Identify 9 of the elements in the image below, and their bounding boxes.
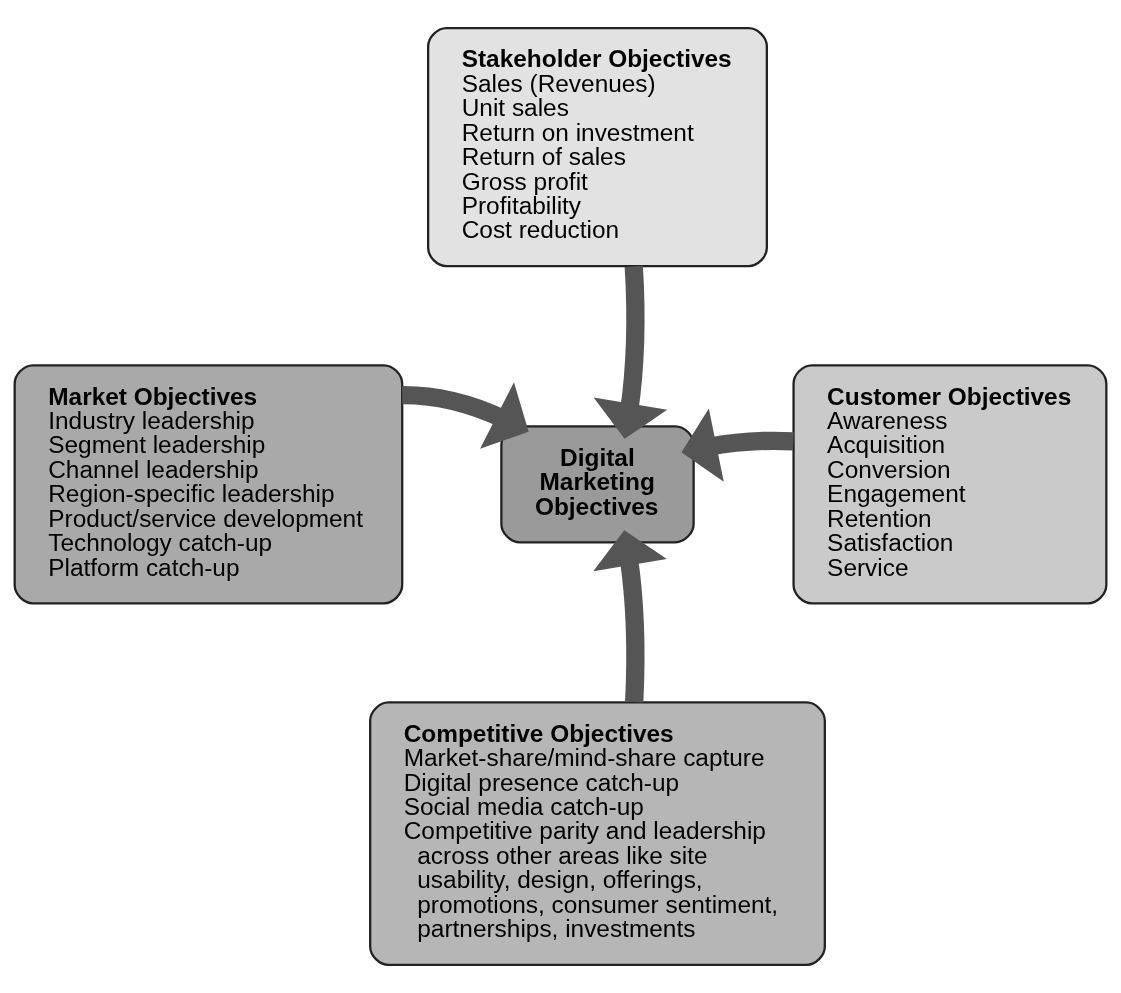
node-box: Stakeholder Objectives Sales (Revenues) Unit sales Return on investment Return of sales Gross profit Profitability Cost reduction	[427, 26, 768, 268]
arrow	[402, 382, 529, 449]
arrow	[593, 530, 667, 703]
arrow	[681, 408, 794, 482]
arrow	[593, 265, 668, 439]
node-box: Market Objectives Industry leadership Segment leadership Channel leadership Region-specific leadership Product/service development Technology catch-up Platform catch-up	[13, 364, 404, 605]
node-box: Customer Objectives Awareness Acquisition Conversion Engagement Retention Satisfaction Service	[792, 364, 1108, 605]
node-box: Digital Marketing Objectives	[500, 425, 695, 544]
node-box: Competitive Objectives Market-share/mind-share capture Digital presence catch-up Social media catch-up Competitive parity and leadership across other areas like site usability, design, offerings, promotions, consumer sentiment, partnerships, investments	[369, 701, 826, 967]
